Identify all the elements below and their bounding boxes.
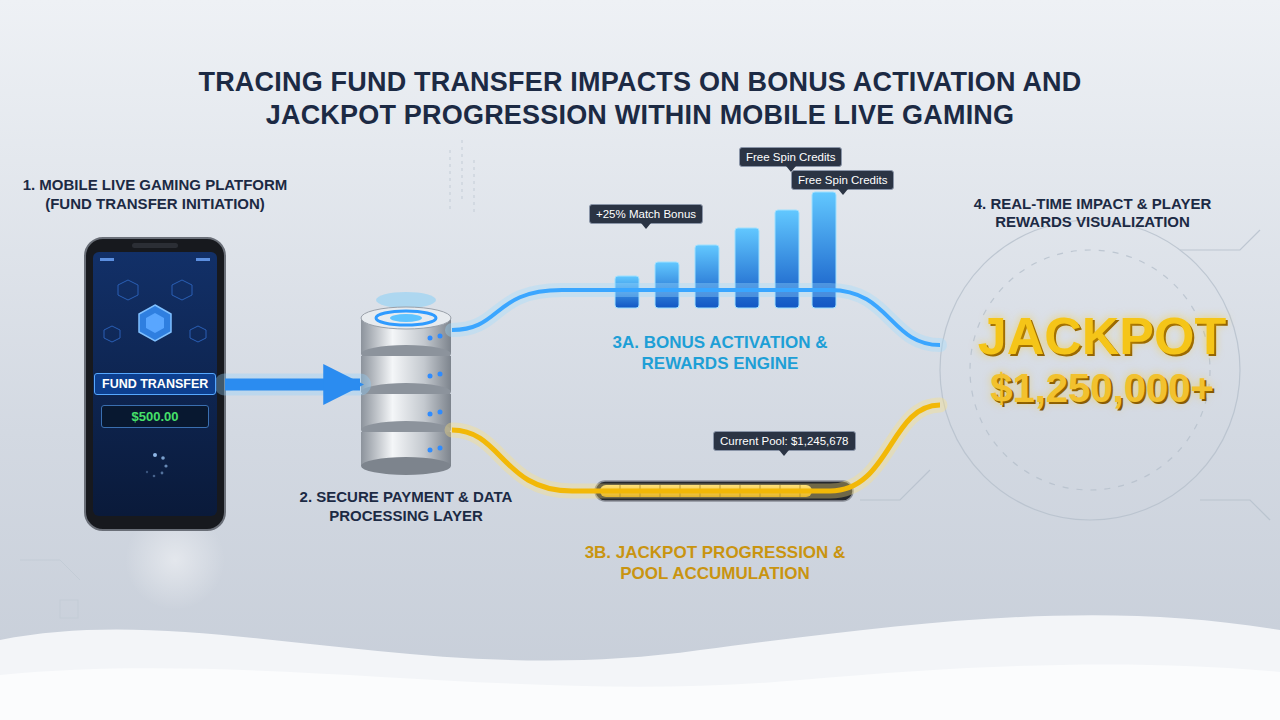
stage-label: 4. REAL-TIME IMPACT & PLAYER REWARDS VIS… (945, 195, 1240, 232)
tooltip-text: Free Spin Credits (798, 173, 887, 187)
diagram-title: TRACING FUND TRANSFER IMPACTS ON BONUS A… (170, 66, 1110, 132)
transfer-button: FUND TRANSFER (94, 373, 216, 395)
button-label: FUND TRANSFER (102, 377, 208, 391)
node-heading: 1. MOBILE LIVE GAMING PLATFORM (FUND TRA… (5, 176, 305, 214)
jackpot-word: JACKPOT (940, 308, 1264, 365)
connector-glow (452, 405, 940, 491)
pool-tooltip: Current Pool: $1,245,678 (713, 431, 856, 451)
bonus-tooltip: +25% Match Bonus (589, 204, 703, 224)
flow-arrow (225, 379, 360, 391)
engine-label: 3A. BONUS ACTIVATION & REWARDS ENGINE (590, 333, 850, 374)
bonus-tooltip: Free Spin Credits (739, 147, 842, 167)
jackpot-amount: $1,250,000+ (940, 365, 1264, 411)
jackpot-display: JACKPOT$1,250,000+ (940, 300, 1264, 440)
bonus-tooltip: Free Spin Credits (791, 170, 894, 190)
node-heading: 2. SECURE PAYMENT & DATA PROCESSING LAYE… (280, 488, 532, 526)
amount-field: $500.00 (101, 405, 209, 428)
server-stack: 2. SECURE PAYMENT & DATA PROCESSING LAYE… (360, 300, 452, 470)
flow-stream (452, 405, 940, 491)
tooltip-text: +25% Match Bonus (596, 207, 696, 221)
engine-label: 3B. JACKPOT PROGRESSION & POOL ACCUMULAT… (560, 543, 870, 584)
mobile-phone: 1. MOBILE LIVE GAMING PLATFORM (FUND TRA… (85, 238, 225, 530)
tooltip-text: Current Pool: $1,245,678 (720, 434, 849, 448)
amount-value: $500.00 (110, 409, 200, 424)
tooltip-text: Free Spin Credits (746, 150, 835, 164)
connector-glow (225, 374, 360, 396)
